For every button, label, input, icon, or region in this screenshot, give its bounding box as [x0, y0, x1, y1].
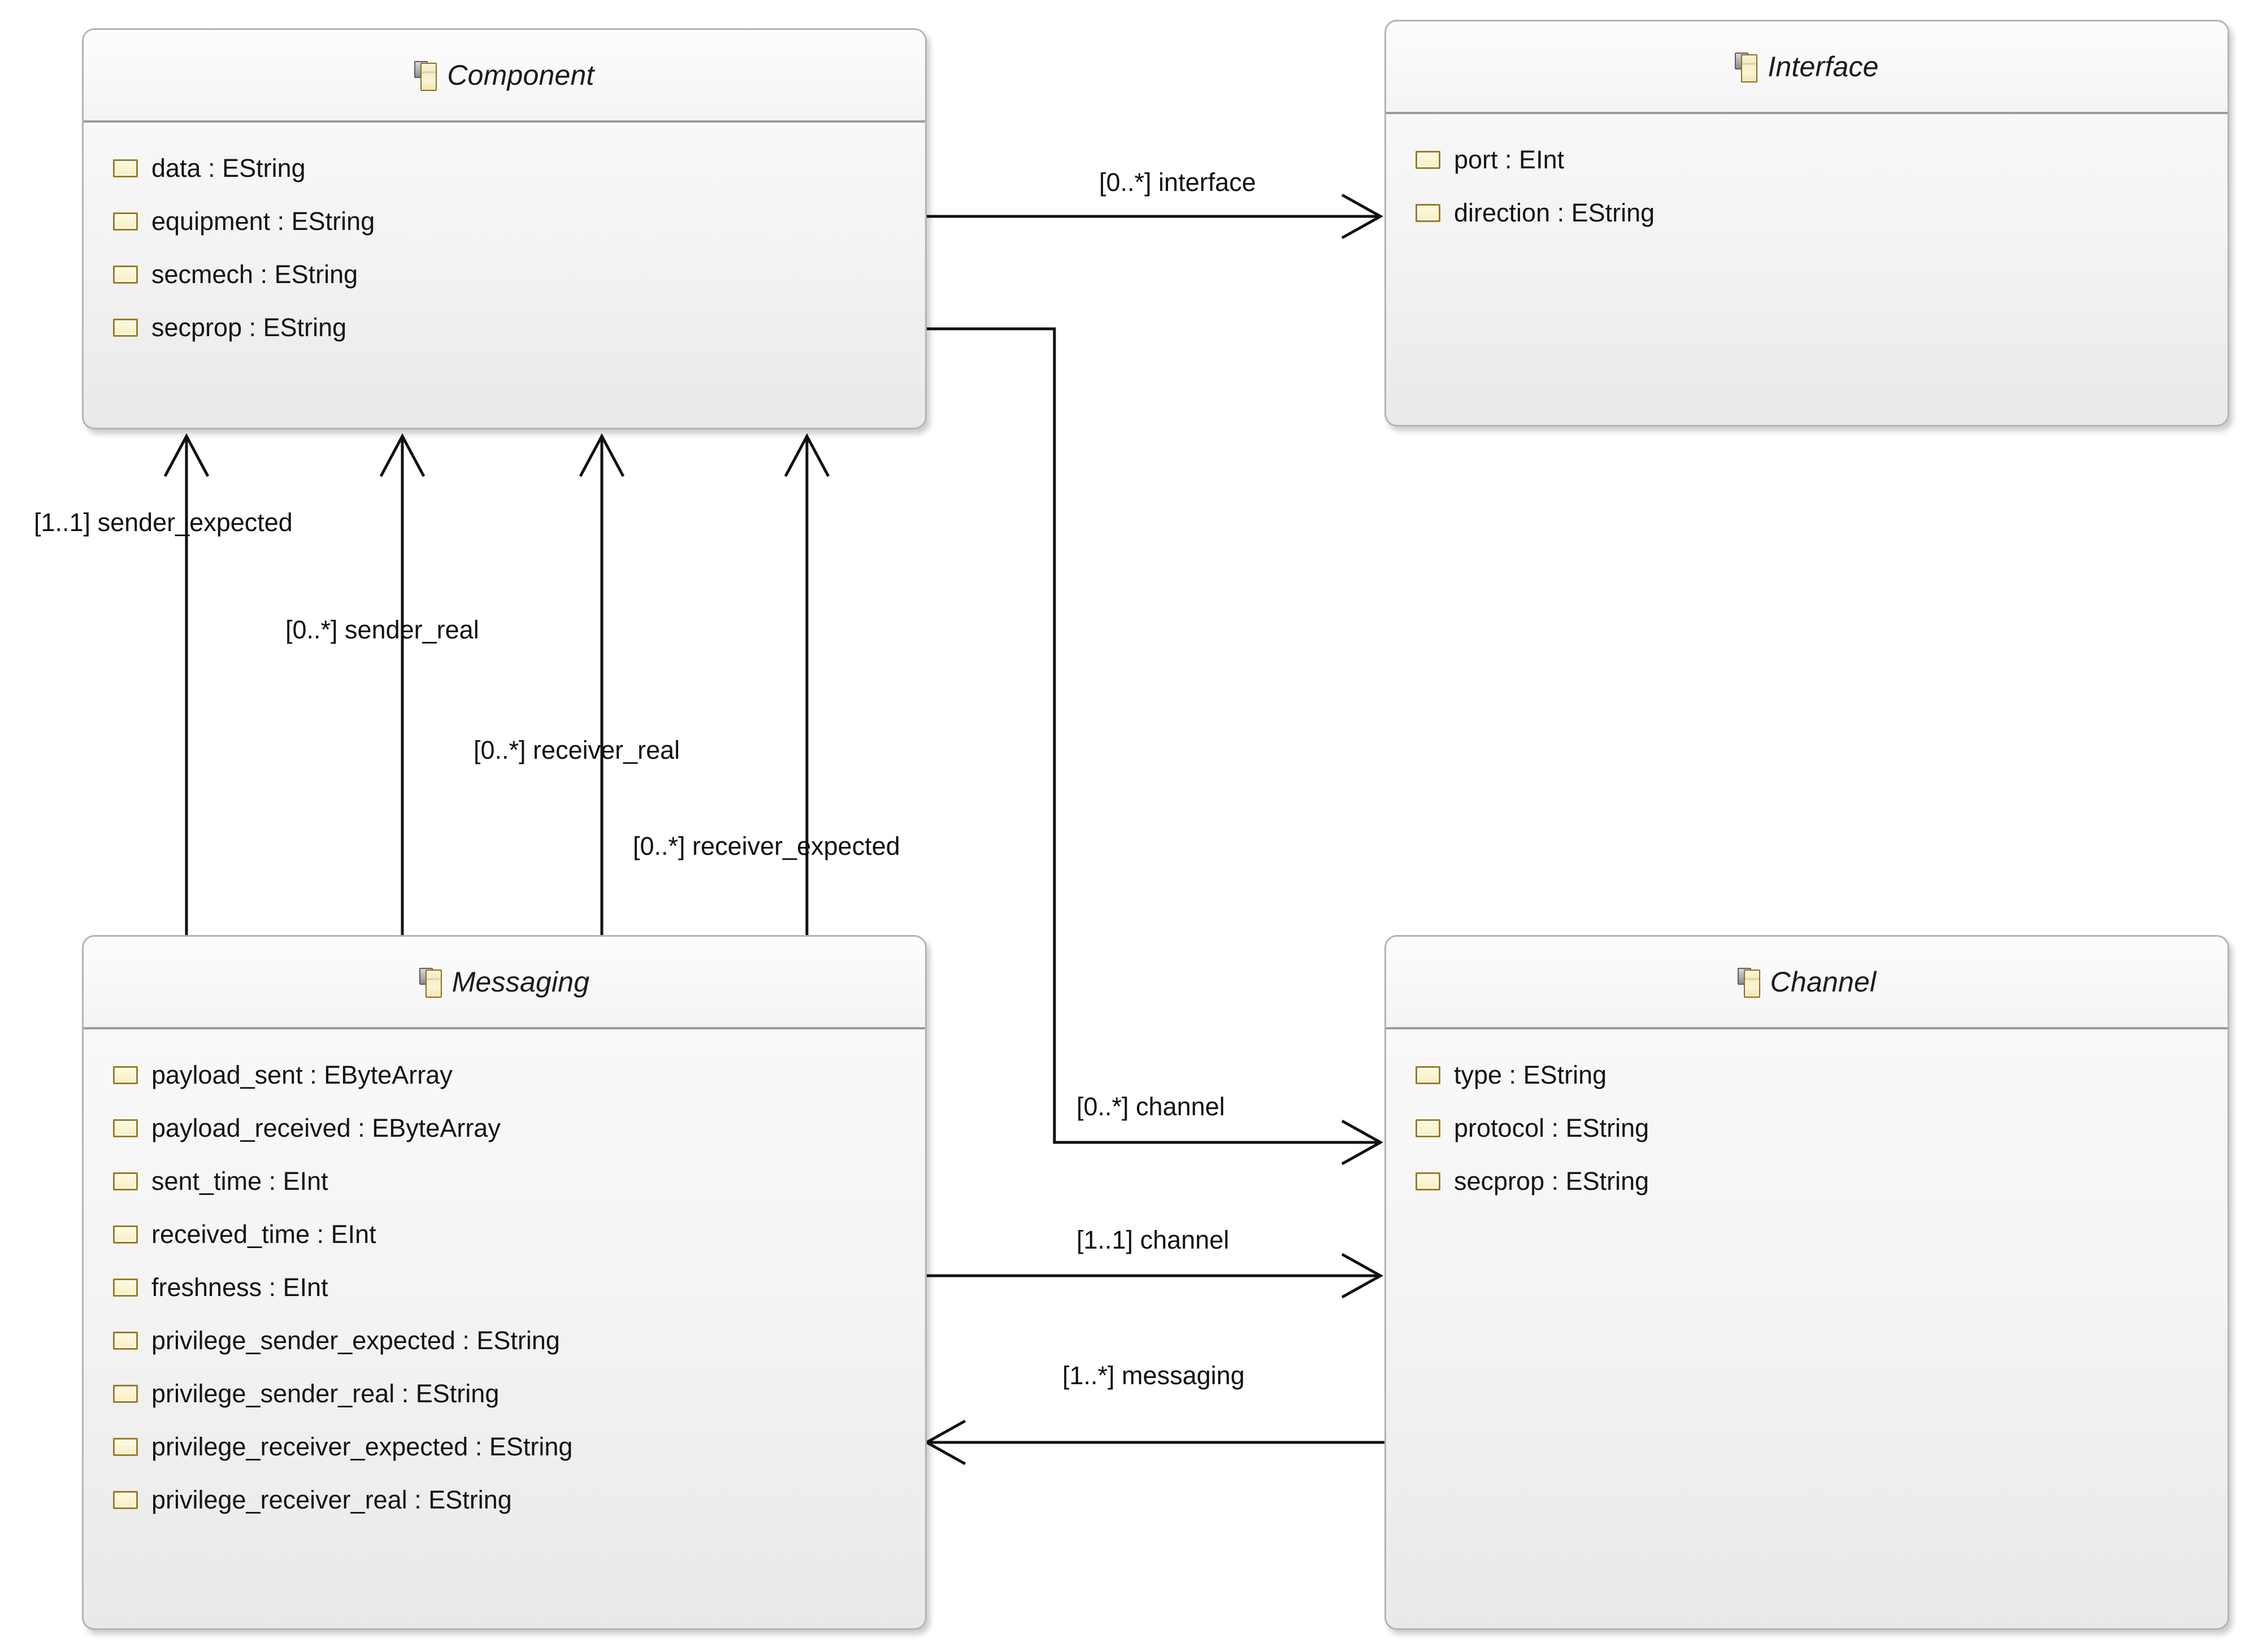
eattribute-icon — [113, 1332, 138, 1350]
eattribute-icon — [1416, 1119, 1440, 1137]
uml-attribute-row[interactable]: data : EString — [84, 142, 925, 195]
uml-class-name-messaging: Messaging — [451, 966, 590, 998]
edge-label-receiver-real-clip: [0..*] receiver_real — [474, 737, 733, 772]
uml-attribute-label: payload_received : EByteArray — [151, 1114, 501, 1142]
uml-class-component[interactable]: Component data : EString equipment : ESt… — [82, 28, 927, 429]
eclass-icon — [414, 61, 437, 91]
uml-attribute-row[interactable]: direction : EString — [1386, 186, 2228, 240]
edge-label-messaging-channel-clip: [1..1] channel — [1076, 1227, 1286, 1262]
uml-attribute-label: privilege_receiver_expected : EString — [151, 1432, 573, 1461]
edge-label-component-channel-clip: [0..*] channel — [1076, 1094, 1291, 1129]
eattribute-icon — [113, 1438, 138, 1456]
uml-attribute-label: equipment : EString — [151, 207, 375, 236]
uml-class-channel[interactable]: Channel type : EString protocol : EStrin… — [1384, 935, 2229, 1630]
uml-class-interface[interactable]: Interface port : EInt direction : EStrin… — [1384, 20, 2229, 427]
edge-channel-messaging-arrowhead — [923, 1419, 966, 1466]
eattribute-icon — [113, 159, 138, 177]
eattribute-icon — [1416, 1172, 1440, 1190]
eattribute-icon — [113, 1225, 138, 1244]
eclass-icon — [1737, 968, 1760, 998]
edge-label-receiver-real: [0..*] receiver_real — [474, 737, 680, 764]
uml-attribute-row[interactable]: payload_sent : EByteArray — [84, 1049, 925, 1102]
uml-attribute-row[interactable]: type : EString — [1386, 1049, 2228, 1102]
edge-label-channel-messaging-clip: [1..*] messaging — [1062, 1363, 1300, 1398]
uml-attribute-label: privilege_sender_expected : EString — [151, 1326, 560, 1355]
eattribute-icon — [1416, 1066, 1440, 1084]
edge-label-receiver-expected: [0..*] receiver_expected — [633, 833, 900, 860]
eclass-icon — [1735, 53, 1758, 82]
uml-attribute-row[interactable]: privilege_receiver_expected : EString — [84, 1420, 925, 1473]
edge-label-sender-expected-clip: [1..1] sender_expected — [34, 510, 350, 545]
uml-class-header-channel: Channel — [1386, 937, 2228, 1029]
edge-label-interface-clip: [0..*] interface — [1099, 169, 1336, 205]
uml-attribute-label: port : EInt — [1454, 145, 1565, 174]
uml-attribute-label: secprop : EString — [1454, 1167, 1649, 1195]
edge-interface-arrowhead — [1341, 193, 1384, 240]
edge-label-interface: [0..*] interface — [1099, 169, 1256, 197]
uml-attribute-row[interactable]: privilege_sender_expected : EString — [84, 1314, 925, 1367]
eattribute-icon — [113, 1385, 138, 1403]
uml-attribute-row[interactable]: freshness : EInt — [84, 1261, 925, 1314]
uml-attribute-row[interactable]: payload_received : EByteArray — [84, 1102, 925, 1155]
eattribute-icon — [1416, 204, 1440, 222]
uml-class-header-interface: Interface — [1386, 21, 2228, 114]
edge-label-component-channel: [0..*] channel — [1076, 1094, 1225, 1121]
uml-attribute-label: freshness : EInt — [151, 1273, 328, 1302]
edge-label-channel-messaging: [1..*] messaging — [1062, 1363, 1245, 1390]
eattribute-icon — [1416, 151, 1440, 169]
uml-attribute-row[interactable]: secprop : EString — [84, 301, 925, 354]
uml-attribute-row[interactable]: privilege_receiver_real : EString — [84, 1473, 925, 1527]
eattribute-icon — [113, 1119, 138, 1137]
edge-component-channel-line — [927, 327, 1379, 1144]
edge-receiver-real-arrowhead — [579, 433, 625, 477]
uml-attribute-label: payload_sent : EByteArray — [151, 1060, 453, 1089]
eattribute-icon — [113, 1491, 138, 1509]
uml-class-name-channel: Channel — [1770, 966, 1877, 998]
uml-attribute-list-messaging: payload_sent : EByteArray payload_receiv… — [84, 1029, 925, 1527]
edge-component-channel-arrowhead — [1341, 1119, 1384, 1166]
uml-attribute-label: privilege_receiver_real : EString — [151, 1485, 512, 1514]
edge-label-sender-real: [0..*] sender_real — [285, 617, 479, 644]
edge-receiver-expected-arrowhead — [784, 433, 830, 477]
uml-attribute-row[interactable]: received_time : EInt — [84, 1208, 925, 1261]
eattribute-icon — [113, 1066, 138, 1084]
uml-attribute-row[interactable]: sent_time : EInt — [84, 1155, 925, 1208]
uml-attribute-row[interactable]: protocol : EString — [1386, 1102, 2228, 1155]
uml-class-header-component: Component — [84, 30, 925, 123]
uml-attribute-label: protocol : EString — [1454, 1114, 1649, 1142]
edge-sender-real-arrowhead — [379, 433, 426, 477]
uml-attribute-list-interface: port : EInt direction : EString — [1386, 114, 2228, 240]
uml-attribute-label: secprop : EString — [151, 313, 347, 342]
edge-sender-expected-arrowhead — [163, 433, 210, 477]
uml-attribute-row[interactable]: privilege_sender_real : EString — [84, 1367, 925, 1420]
eattribute-icon — [113, 1172, 138, 1190]
uml-attribute-row[interactable]: secmech : EString — [84, 248, 925, 301]
edge-messaging-channel-arrowhead — [1341, 1253, 1384, 1299]
eclass-icon — [419, 968, 442, 998]
uml-attribute-label: secmech : EString — [151, 260, 358, 289]
edge-label-receiver-expected-clip: [0..*] receiver_expected — [633, 833, 963, 868]
uml-attribute-label: type : EString — [1454, 1060, 1607, 1089]
uml-attribute-row[interactable]: equipment : EString — [84, 195, 925, 248]
uml-attribute-label: data : EString — [151, 154, 306, 182]
eattribute-icon — [113, 212, 138, 231]
uml-attribute-label: received_time : EInt — [151, 1220, 376, 1249]
eattribute-icon — [113, 319, 138, 337]
uml-class-name-interface: Interface — [1768, 51, 1879, 82]
edge-label-sender-expected: [1..1] sender_expected — [34, 510, 293, 537]
uml-class-messaging[interactable]: Messaging payload_sent : EByteArray payl… — [82, 935, 927, 1630]
uml-attribute-row[interactable]: port : EInt — [1386, 133, 2228, 186]
uml-class-header-messaging: Messaging — [84, 937, 925, 1029]
uml-attribute-row[interactable]: secprop : EString — [1386, 1155, 2228, 1208]
uml-attribute-list-channel: type : EString protocol : EString secpro… — [1386, 1029, 2228, 1208]
edge-label-messaging-channel: [1..1] channel — [1076, 1227, 1230, 1254]
uml-attribute-label: sent_time : EInt — [151, 1167, 328, 1195]
uml-attribute-label: direction : EString — [1454, 198, 1655, 227]
eattribute-icon — [113, 266, 138, 284]
edge-label-sender-real-clip: [0..*] sender_real — [285, 617, 528, 652]
uml-class-name-component: Component — [447, 59, 594, 91]
uml-attribute-list-component: data : EString equipment : EString secme… — [84, 123, 925, 354]
uml-attribute-label: privilege_sender_real : EString — [151, 1379, 500, 1408]
eattribute-icon — [113, 1279, 138, 1297]
